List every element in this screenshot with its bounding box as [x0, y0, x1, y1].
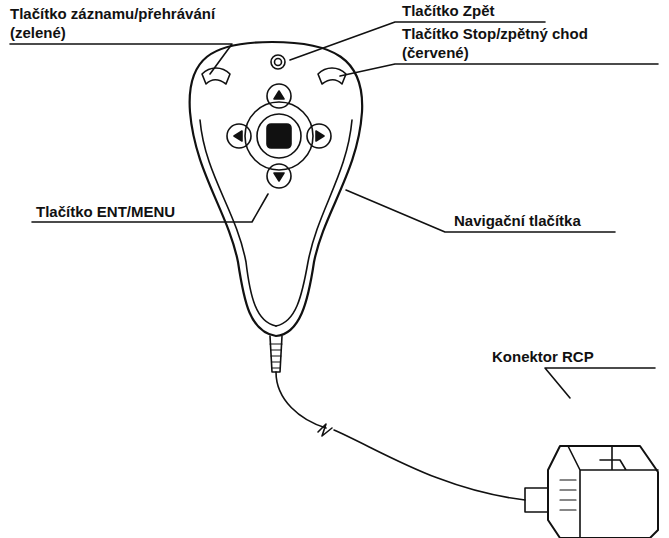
- rcp-connector: [525, 488, 548, 512]
- nav-arrow: [274, 173, 284, 181]
- back-button: [271, 55, 285, 69]
- rcp-connector: [568, 446, 658, 538]
- ent-menu-button: [257, 114, 301, 158]
- nav-arrow: [234, 131, 242, 141]
- body-contour: [276, 120, 352, 326]
- part-label: Tlačítko záznamu/přehrávání (zelené): [8, 4, 242, 42]
- nav-button: [227, 124, 251, 148]
- nav-arrow: [316, 131, 324, 141]
- nav-button: [307, 124, 331, 148]
- cable-break: [318, 424, 332, 436]
- leader-line: [545, 368, 655, 398]
- nav-arrow: [274, 91, 284, 99]
- part-label: Konektor RCP: [490, 347, 596, 366]
- part-label: Tlačítko Zpět: [400, 1, 497, 20]
- strain-relief: [270, 336, 282, 372]
- cable: [334, 430, 525, 500]
- cable: [276, 372, 326, 428]
- nav-button: [267, 164, 291, 188]
- remote-body: [190, 42, 363, 336]
- part-label: Tlačítko Stop/zpětný chod (červené): [400, 24, 619, 62]
- stop-button: [318, 68, 346, 84]
- ent-menu-button: [267, 124, 291, 148]
- strain-relief: [270, 344, 282, 368]
- leader-line: [10, 44, 232, 74]
- back-button: [275, 59, 282, 66]
- rcp-connector: [548, 446, 658, 538]
- leader-line: [346, 190, 615, 232]
- part-label: Navigační tlačítka: [452, 211, 583, 230]
- part-label: Tlačítko ENT/MENU: [34, 202, 177, 221]
- rcp-connector: [560, 480, 576, 510]
- leader-line: [340, 64, 658, 76]
- record-play-button: [202, 68, 230, 84]
- body-contour: [200, 120, 276, 326]
- nav-ring: [245, 102, 313, 170]
- nav-button: [267, 84, 291, 108]
